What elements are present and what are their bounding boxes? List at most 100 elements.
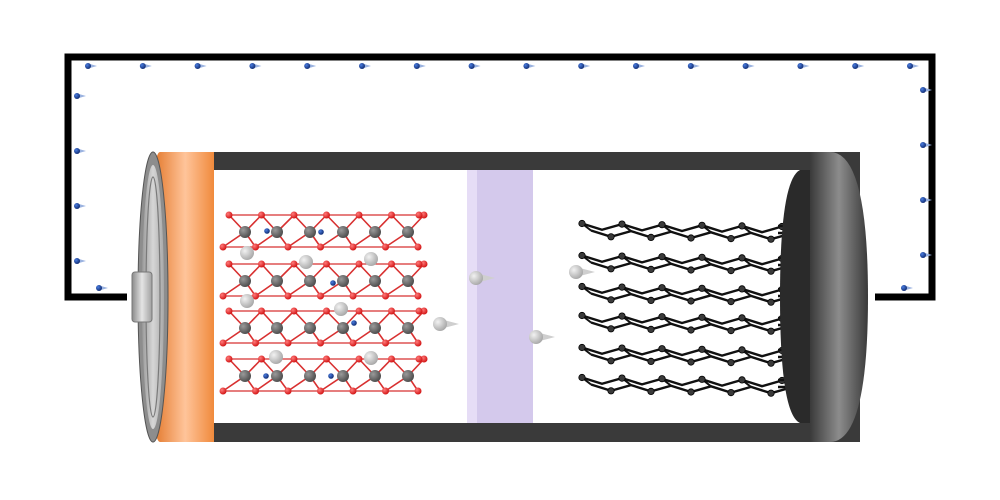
carbon-atom	[647, 265, 655, 273]
electron-trail	[79, 149, 86, 153]
carbon-atom	[658, 284, 666, 292]
lithium-ion	[240, 246, 254, 260]
carbon-atom	[647, 357, 655, 365]
carbon-atom	[698, 221, 706, 229]
lithium-ion	[299, 255, 313, 269]
carbon-atom	[738, 376, 746, 384]
electron-trail	[199, 64, 207, 68]
carbon-atom	[698, 284, 706, 292]
oxygen-atom	[414, 387, 422, 395]
ion-trail	[540, 333, 555, 341]
metal-atom	[304, 226, 316, 238]
carbon-atom	[698, 313, 706, 321]
carbon-atom	[607, 233, 615, 241]
electron	[249, 63, 256, 69]
oxygen-atom	[225, 307, 233, 315]
electron-trail	[364, 64, 371, 68]
carbon-atom	[727, 326, 735, 335]
oxygen-atom	[388, 307, 395, 315]
electron-trail	[418, 64, 426, 68]
ion-trail	[580, 268, 595, 276]
electron-trail	[79, 259, 86, 263]
electron	[920, 197, 926, 203]
electron	[852, 63, 859, 69]
electron	[901, 285, 907, 291]
electron	[74, 203, 80, 209]
carbon-atom	[647, 296, 655, 304]
oxygen-atom	[252, 339, 259, 347]
electron	[359, 63, 365, 69]
carbon-atom	[727, 235, 735, 243]
oxygen-atom	[252, 243, 259, 251]
oxygen-atom	[323, 307, 330, 315]
metal-atom	[337, 275, 349, 287]
oxygen-atom	[382, 339, 389, 347]
oxygen-atom	[290, 211, 298, 219]
oxygen-atom	[420, 211, 428, 219]
carbon-atom	[738, 314, 746, 322]
carbon-atom	[687, 266, 695, 274]
electron	[74, 148, 80, 154]
electron-trail	[692, 64, 700, 68]
carbon-atom	[738, 285, 746, 293]
oxygen-atom	[258, 211, 265, 219]
ion-trail	[480, 274, 495, 282]
electron-trail	[747, 64, 755, 68]
electron	[523, 63, 530, 69]
lithium-ion	[569, 265, 583, 279]
oxygen-atom	[415, 260, 423, 268]
oxygen-atom	[317, 387, 324, 395]
electron	[74, 93, 80, 99]
carbon-atom	[607, 296, 615, 304]
oxygen-atom	[225, 260, 233, 268]
carbon-atom	[658, 221, 666, 229]
oxygen-atom	[415, 355, 423, 363]
anode-end-cap	[810, 152, 868, 442]
oxygen-atom	[382, 387, 389, 395]
carbon-atom	[618, 252, 626, 260]
carbon-atom	[738, 346, 746, 354]
electron-trail	[101, 286, 108, 290]
external-circuit-wire	[64, 53, 936, 301]
cathode-layered-oxide	[219, 211, 428, 395]
oxygen-atom	[290, 260, 298, 268]
metal-atom	[369, 322, 381, 334]
electron-trail	[638, 64, 645, 68]
carbon-atom	[687, 234, 695, 242]
oxygen-atom	[415, 307, 423, 315]
metal-atom	[369, 226, 381, 238]
oxygen-atom	[317, 339, 324, 347]
oxygen-atom	[349, 339, 357, 347]
metal-atom	[271, 322, 283, 334]
oxygen-atom	[388, 211, 395, 219]
electron	[907, 63, 913, 69]
metal-atom	[402, 226, 414, 238]
metal-atom	[369, 275, 381, 287]
electron-trail	[925, 143, 932, 147]
oxygen-atom	[290, 307, 298, 315]
lithium-ion	[529, 330, 543, 344]
carbon-atom	[727, 266, 735, 275]
metal-atom	[337, 370, 349, 382]
metal-atom	[304, 275, 316, 287]
oxygen-atom	[225, 355, 233, 363]
carbon-atom	[687, 388, 695, 396]
oxygen-atom	[323, 211, 330, 219]
lithium-ion	[469, 271, 483, 285]
oxygen-atom	[382, 292, 389, 300]
carbon-atom	[658, 345, 666, 353]
oxygen-atom	[355, 307, 363, 315]
carbon-atom	[578, 282, 586, 291]
oxygen-atom	[355, 211, 363, 219]
carbon-atom	[607, 265, 615, 273]
graphene-sheet	[581, 222, 783, 234]
lithium-ion	[364, 252, 378, 266]
electron	[920, 252, 926, 258]
oxygen-atom	[414, 292, 422, 300]
carbon-atom	[767, 327, 775, 335]
oxygen-atom	[284, 292, 292, 300]
electron	[194, 63, 201, 69]
metal-atom	[337, 226, 349, 238]
metal-atom	[239, 370, 251, 382]
